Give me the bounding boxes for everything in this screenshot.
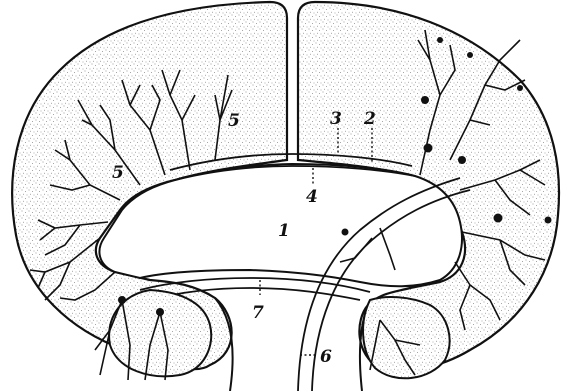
label-3: 3 xyxy=(330,109,342,129)
label-6: 6 xyxy=(320,347,332,367)
label-5-upper: 5 xyxy=(228,111,240,131)
central-fissure xyxy=(287,18,298,155)
label-1: 1 xyxy=(278,221,290,241)
label-4: 4 xyxy=(306,187,318,207)
label-2: 2 xyxy=(363,109,376,129)
label-7: 7 xyxy=(252,303,264,323)
label-5-left: 5 xyxy=(112,163,124,183)
